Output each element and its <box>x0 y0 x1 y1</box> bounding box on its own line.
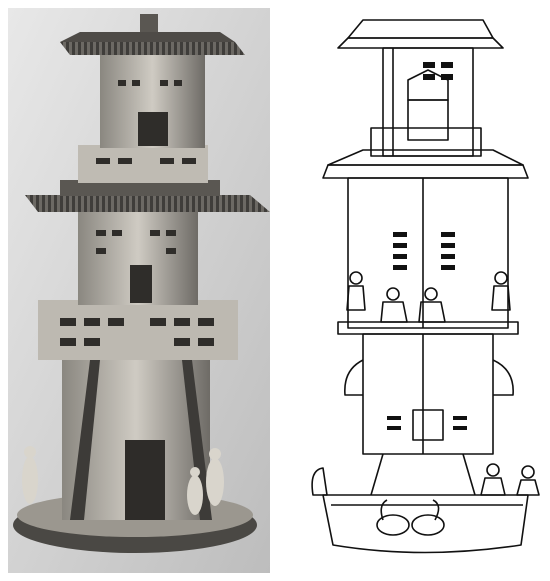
figurines <box>22 446 224 515</box>
lower-roof <box>25 195 270 212</box>
drawing-middle-storey <box>347 177 509 329</box>
balcony <box>38 300 238 360</box>
drawing-base-figures <box>311 463 540 536</box>
drawing-top-roof-upper <box>347 19 494 39</box>
drawing-figures <box>346 271 511 323</box>
drawing-middle-roof <box>322 164 529 179</box>
watchtower-drawing <box>283 0 550 581</box>
drawing-top-roof <box>337 37 504 49</box>
top-roof <box>60 42 245 55</box>
drawing-svg <box>311 19 540 554</box>
drawing-base-dish <box>322 494 529 554</box>
photo-svg <box>8 8 270 573</box>
watchtower-photo <box>8 8 270 573</box>
drawing-upper-balcony <box>370 127 482 157</box>
drawing-lower-storey <box>362 333 494 455</box>
